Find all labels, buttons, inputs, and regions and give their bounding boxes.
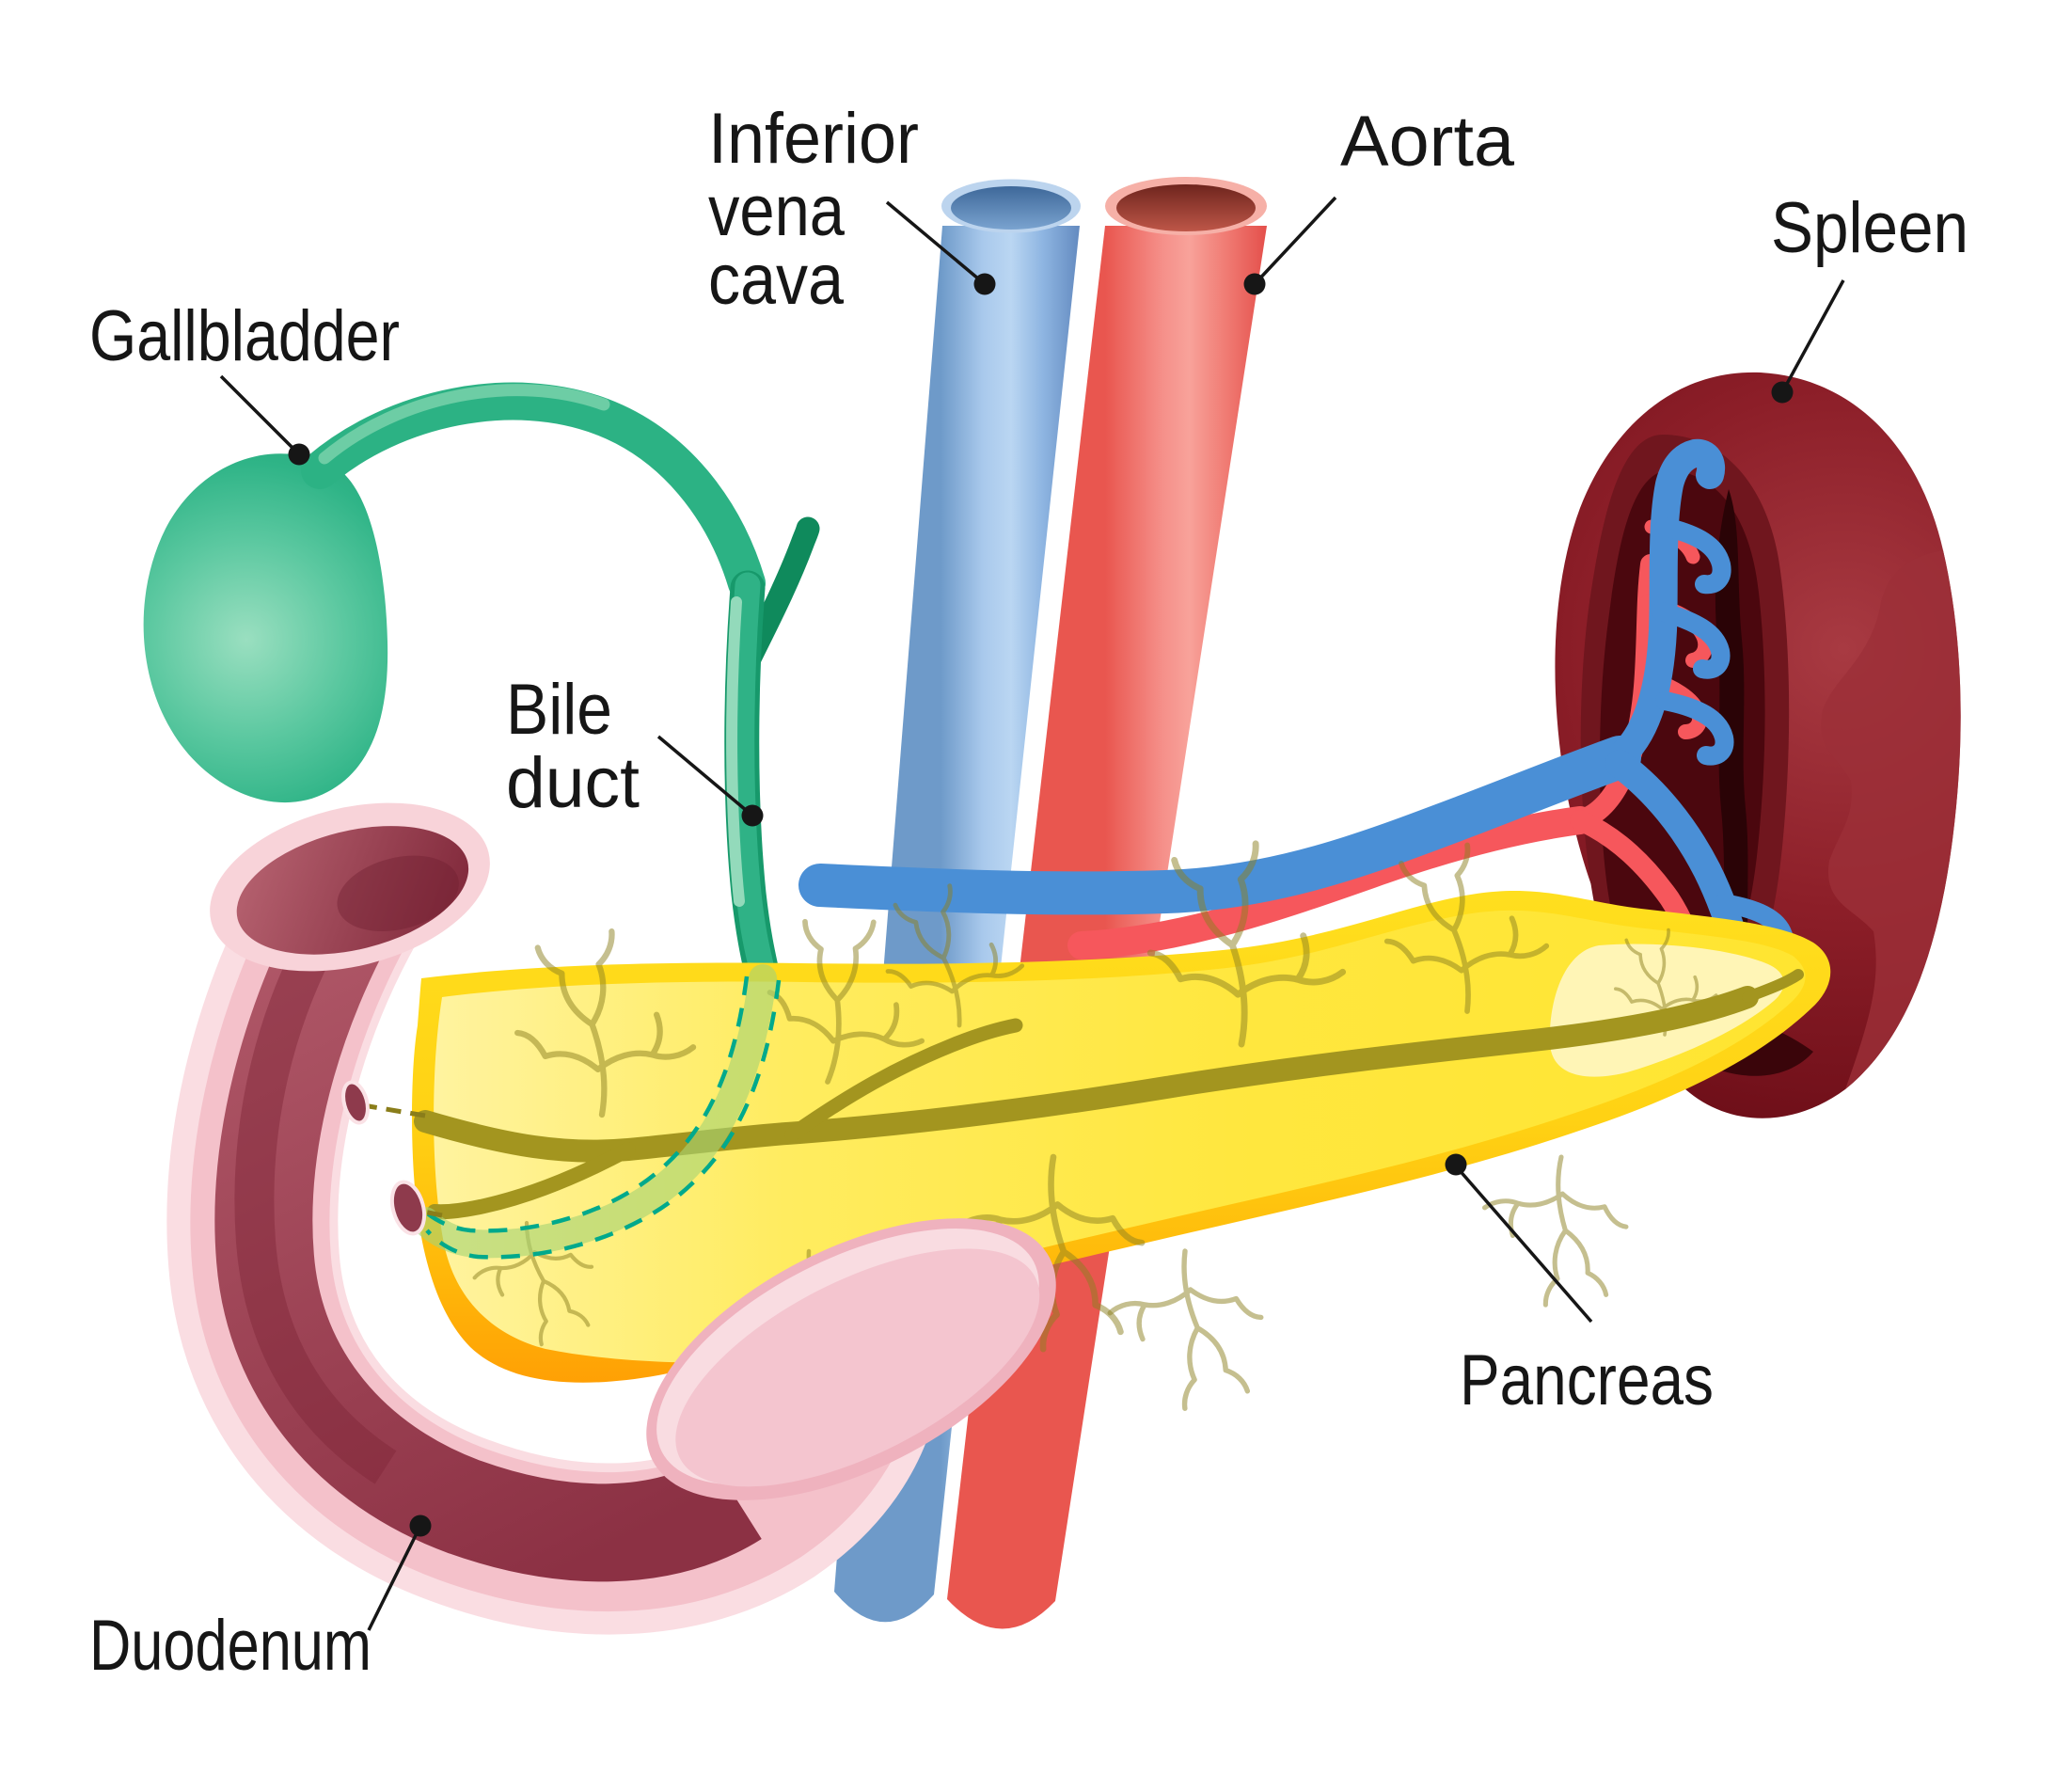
pointer-line-aorta [1253,196,1337,286]
minor-papilla-dash [368,1103,426,1118]
pointer-dot-inferior-vena-cava [973,273,996,295]
label-bile-duct-line2: duct [506,743,640,823]
distal-face-inside [675,1248,1040,1487]
splenic-vein-branch-stub [1655,691,1734,766]
intrapancreatic-duct-band [411,964,777,1259]
intrapancreatic-bile-duct [341,964,782,1260]
aorta-opening-inside [1116,184,1256,231]
pointer-dot-pancreas [1445,1153,1467,1176]
label-duodenum-text: Duodenum [89,1606,372,1686]
duct-tree [1483,1155,1629,1308]
duct-dash-right [425,979,782,1260]
pointer-line-spleen [1780,279,1845,393]
pancreatic-duct [414,969,1804,1220]
splenic-vein [798,438,1810,1014]
label-gallbladder-text: Gallbladder [89,296,400,376]
accessory-duct [427,1142,636,1220]
duodenum-opening-shadow [337,855,459,932]
label-bile-duct-line1: Bile [506,670,612,750]
pointer-line-duodenum [367,1525,422,1631]
common-bile-duct-body [729,572,774,978]
pancreas-inner [434,910,1806,1364]
minor-papilla [341,1080,370,1125]
duodenum-interior-shading [234,931,397,1484]
duodenum-interior [214,877,762,1582]
pointer-dot-aorta [1243,273,1266,295]
gallbladder-body [143,453,388,803]
splenic-artery-trunk [1067,806,1594,959]
splenic-vein-branch-stub [1652,602,1731,679]
label-inferior-vena-cava-line1: Inferior [708,99,919,179]
pointer-line-gallbladder [219,374,301,456]
label-spleen: Spleen [1771,188,1968,404]
pointer-line-pancreas [1456,1166,1593,1324]
common-bile-duct-highlight [726,596,745,907]
cystic-duct-arc [301,382,766,602]
pancreatic-duct-fork [784,1018,1023,1142]
hepatic-duct-stub [737,516,820,671]
major-papilla [389,1180,427,1236]
label-spleen-text: Spleen [1771,188,1968,268]
label-bile-duct: Bile duct [506,670,764,827]
label-inferior-vena-cava-line2: vena [708,171,846,251]
duodenum-opening-face [236,826,469,955]
annotations: Inferior vena cava Aorta Spleen Gallblad… [89,99,1968,1686]
duodenum-top-opening [210,802,490,972]
papilla-wall-dashes [368,1103,443,1218]
cystic-duct-highlight [318,384,610,465]
label-inferior-vena-cava-line3: cava [708,240,845,320]
label-aorta: Aorta [1243,102,1515,295]
label-pancreas: Pancreas [1445,1153,1714,1420]
pancreatic-duct-tip [1742,969,1804,1003]
spleen-ridge-highlight [1821,550,1961,1089]
label-gallbladder: Gallbladder [89,296,400,466]
major-papilla-dash [422,1209,443,1218]
pointer-line-bile-duct [656,735,754,817]
label-inferior-vena-cava: Inferior vena cava [708,99,996,320]
pointer-line-inferior-vena-cava [885,200,987,286]
vena-cava-opening-inside [951,186,1071,230]
duct-dash-left [423,975,750,1233]
label-aorta-text: Aorta [1340,102,1515,182]
gallbladder-and-bile-duct [143,382,820,994]
pointer-dot-gallbladder [288,443,310,466]
label-duodenum: Duodenum [89,1514,432,1686]
duodenum-distal-cut-face [646,1218,1056,1500]
pointer-dot-spleen [1771,381,1794,404]
duct-dashed-outline [423,975,782,1260]
label-pancreas-text: Pancreas [1460,1340,1714,1420]
pointer-dot-duodenum [409,1514,432,1537]
pointer-dot-bile-duct [741,804,764,827]
splenic-vein-branch-stub [1655,517,1731,595]
duct-tree [1103,1242,1273,1417]
splenic-vein-trunk [798,736,1641,915]
